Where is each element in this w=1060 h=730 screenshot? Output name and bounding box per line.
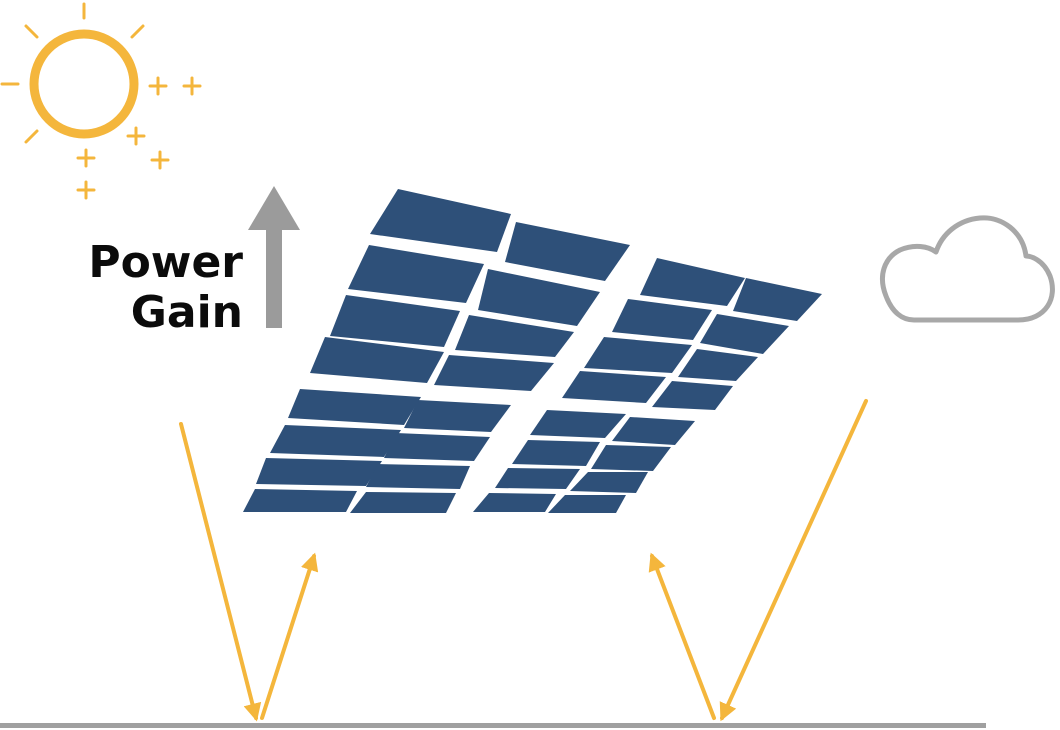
- panel-cell: [243, 489, 357, 512]
- ground-line: [0, 723, 986, 728]
- panel-cell: [384, 433, 490, 461]
- panel-cell: [530, 410, 626, 438]
- panel-cell: [612, 299, 712, 340]
- panel-cell: [640, 258, 745, 306]
- panel-cell: [570, 472, 648, 493]
- panel-cell: [495, 468, 580, 489]
- panel-cell: [700, 314, 789, 354]
- panel-cell: [473, 493, 556, 512]
- incoming-ray-right: [719, 399, 868, 722]
- panel-cell: [733, 278, 822, 321]
- panel-cell: [350, 492, 456, 513]
- panel-cell: [270, 425, 401, 457]
- light-rays: [179, 399, 868, 722]
- panel-cell: [370, 189, 511, 252]
- panel-cell: [434, 355, 554, 391]
- incoming-ray-left: [179, 422, 262, 722]
- reflected-ray-right: [648, 552, 716, 720]
- panel-cell: [348, 245, 484, 303]
- panel-cell: [310, 337, 444, 383]
- gain-label: Gain: [131, 287, 243, 338]
- panel-cell: [652, 381, 733, 410]
- panel-cell: [512, 440, 600, 466]
- panel-cell: [505, 222, 630, 281]
- panel-cell: [678, 349, 758, 381]
- solar-panel-icon: [243, 189, 822, 513]
- power-label: Power: [88, 237, 243, 288]
- cloud-icon: [880, 215, 1055, 323]
- panel-cell: [562, 371, 666, 403]
- panel-cell: [591, 445, 671, 471]
- sun-icon: [0, 2, 202, 200]
- panel-cell: [256, 458, 382, 486]
- panel-cell: [612, 417, 695, 445]
- panel-cell: [584, 337, 692, 373]
- panel-cell: [404, 400, 511, 432]
- panel-cell: [478, 269, 600, 326]
- panel-cell: [455, 315, 574, 357]
- reflected-ray-left: [260, 552, 319, 720]
- power-gain-arrow-icon: [248, 186, 300, 328]
- sparkle-icons: [76, 76, 202, 200]
- panel-cell: [366, 464, 470, 489]
- panel-cell: [330, 295, 460, 347]
- panel-cell: [548, 495, 626, 513]
- panel-cell: [288, 389, 421, 425]
